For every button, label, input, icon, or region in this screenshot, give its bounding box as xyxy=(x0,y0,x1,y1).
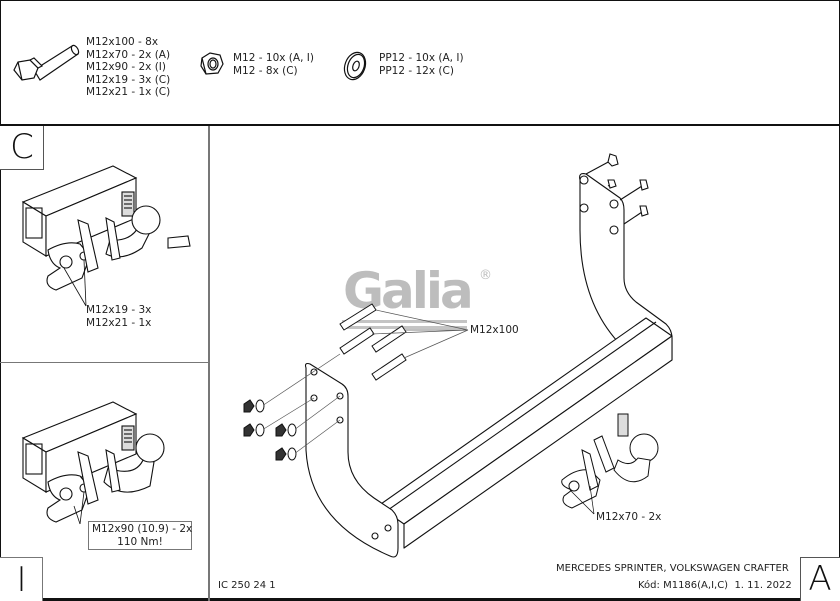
panel-i-letter: I xyxy=(16,560,27,600)
panel-c-callout: M12x19 - 3x M12x21 - 1x xyxy=(86,304,151,329)
callout-line: M12x21 - 1x xyxy=(86,316,152,329)
washer-list: PP12 - 10x (A, I) PP12 - 12x (C) xyxy=(379,52,464,77)
callout-line: M12x90 (10.9) - 2x xyxy=(92,523,193,535)
washer-line: PP12 - 12x (C) xyxy=(379,64,454,77)
nut-list: M12 - 10x (A, I) M12 - 8x (C) xyxy=(233,52,314,77)
galia-logo: Galia xyxy=(343,262,474,320)
panel-c-letter: C xyxy=(10,127,34,167)
hex-nut-icon xyxy=(200,52,224,75)
ball-hitch-detachable-illustration xyxy=(21,165,191,307)
bolt-line: M12x21 - 1x (C) xyxy=(86,86,171,98)
left-panel-divider xyxy=(208,126,210,601)
towbar-exploded-illustration xyxy=(243,153,673,558)
logo-underline xyxy=(342,326,467,329)
panel-i-letter-box xyxy=(0,557,43,601)
drawing-number: IC 250 24 1 xyxy=(218,580,276,591)
c-i-divider xyxy=(0,362,209,363)
ball-callout-m12x70: M12x70 - 2x xyxy=(596,511,662,523)
panel-i-callout: M12x90 (10.9) - 2x 110 Nm! xyxy=(88,521,192,550)
callout-line: 110 Nm! xyxy=(117,535,163,548)
bolt-callout-m12x100: M12x100 xyxy=(470,324,519,336)
bolt-line: M12x19 - 3x (C) xyxy=(86,73,171,86)
panel-a-letter-box xyxy=(800,557,840,601)
header-divider xyxy=(0,124,840,126)
nut-line: M12 - 8x (C) xyxy=(233,64,298,77)
nut-line: M12 - 10x (A, I) xyxy=(233,52,314,64)
bolt-line: M12x90 - 2x (I) xyxy=(86,61,166,73)
vehicle-name: MERCEDES SPRINTER, VOLKSWAGEN CRAFTER xyxy=(556,563,789,574)
ball-hitch-fixed-illustration xyxy=(21,401,165,525)
panel-c-letter-box xyxy=(0,126,44,170)
code-and-date: Kód: M1186(A,I,C) 1. 11. 2022 xyxy=(638,580,792,591)
registered-mark: ® xyxy=(479,268,492,283)
washer-icon xyxy=(343,51,367,81)
callout-line: M12x19 - 3x xyxy=(86,304,152,316)
hex-bolt-icon xyxy=(13,44,80,81)
washer-line: PP12 - 10x (A, I) xyxy=(379,52,464,64)
bolt-line: M12x70 - 2x (A) xyxy=(86,48,171,61)
panel-a-letter: A xyxy=(808,559,832,599)
bolt-list: M12x100 - 8x M12x70 - 2x (A) M12x90 - 2x… xyxy=(86,36,170,99)
bolt-line: M12x100 - 8x xyxy=(86,36,159,48)
logo-underline xyxy=(342,320,467,323)
